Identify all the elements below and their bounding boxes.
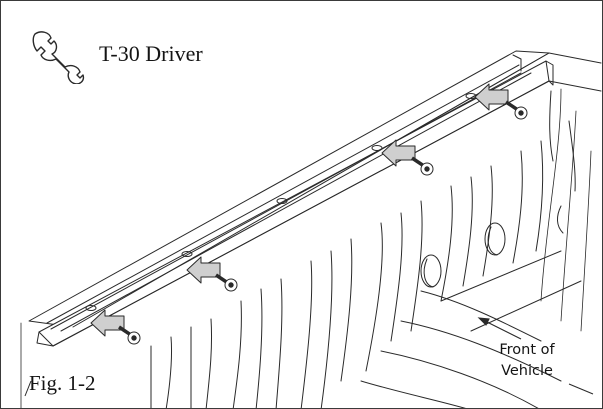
screw-2 bbox=[215, 273, 238, 292]
caption-leaders bbox=[24, 380, 594, 397]
side-rail bbox=[28, 50, 602, 347]
screw-3 bbox=[411, 156, 434, 176]
front-direction-arrow bbox=[477, 317, 522, 340]
front-of-vehicle-callout: Front of Vehicle bbox=[487, 340, 567, 382]
install-arrow-1 bbox=[90, 309, 125, 337]
callout-line-1: Front of bbox=[499, 342, 555, 358]
figure-caption: Fig. 1-2 bbox=[29, 371, 96, 395]
screw-1 bbox=[118, 325, 141, 345]
tool-label: T-30 Driver bbox=[99, 41, 203, 66]
install-arrow-4 bbox=[474, 83, 509, 111]
install-arrows bbox=[90, 83, 509, 337]
screws bbox=[118, 100, 528, 345]
bed-side-ribs bbox=[150, 140, 544, 408]
install-arrow-2 bbox=[186, 256, 221, 284]
bed-wall-contours bbox=[20, 88, 592, 408]
screw-4 bbox=[505, 100, 528, 120]
callout-line-2: Vehicle bbox=[501, 363, 553, 379]
wrench-icon bbox=[32, 31, 85, 84]
install-arrow-3 bbox=[381, 139, 416, 167]
bed-front-wall bbox=[549, 90, 576, 234]
